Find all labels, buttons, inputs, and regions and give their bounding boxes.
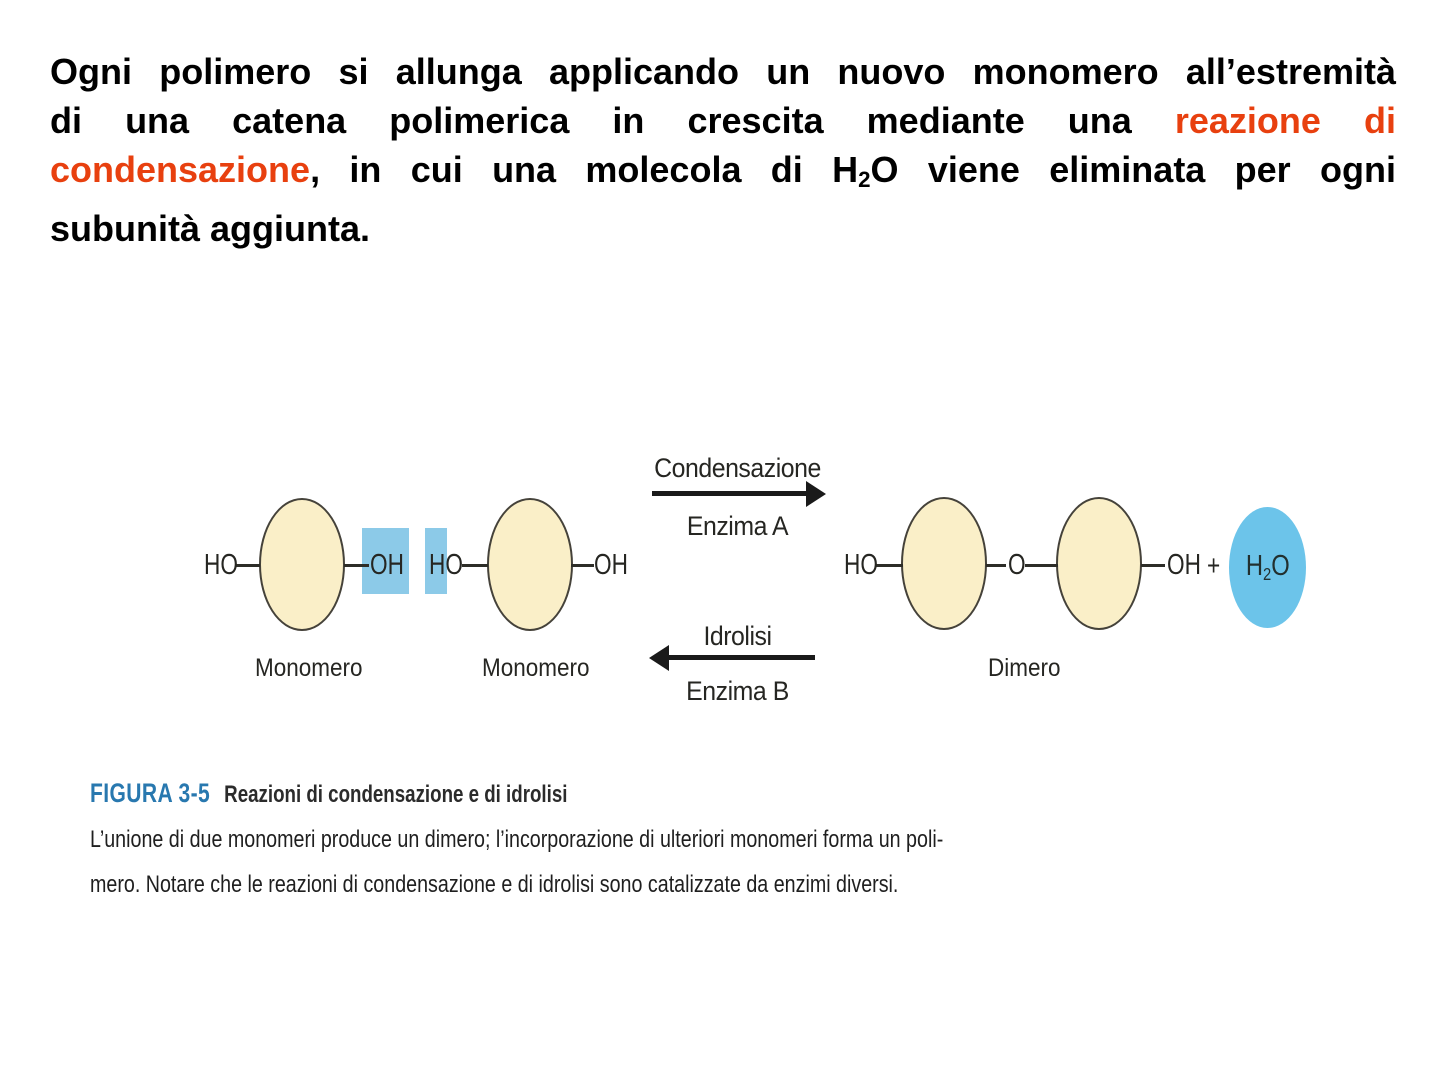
bond-line [236,564,260,567]
figure-caption-heading: FIGURA 3-5 Reazioni di condensazione e d… [90,778,567,809]
plus-sign: + [1207,550,1221,582]
dimer-ellipse-1 [901,497,987,630]
label-oh-highlighted: OH [370,549,404,581]
bond-line [462,564,488,567]
intro-line: subunità aggiunta. [50,204,1396,253]
figure-caption-line-2: mero. Notare che le reazioni di condensa… [90,871,899,898]
bond-line [1025,564,1058,567]
condensation-arrow [652,491,810,496]
intro-text-segment: 2 [858,166,871,192]
label-condensazione: Condensazione [654,453,821,483]
bond-line [571,564,594,567]
label-enzima-b: Enzima B [686,676,789,706]
intro-text-segment: reazione di [1174,100,1396,141]
dimer-ellipse-2 [1056,497,1142,630]
intro-line: Ogni polimero si allunga applicando un n… [50,47,1396,96]
label-idrolisi: Idrolisi [703,621,772,651]
intro-text-segment: O viene eliminata per ogni [870,149,1396,190]
figure-title: Reazioni di condensazione e di idrolisi [224,781,568,808]
intro-text-segment: condensazione [50,149,311,190]
monomer-ellipse-2 [487,498,573,631]
label-ho-dimer: HO [844,549,878,581]
intro-text-segment: subunità aggiunta. [50,207,370,249]
oh-highlight-rect [362,528,409,594]
label-monomero-1: Monomero [255,654,363,682]
intro-text-segment: , in cui una molecola di H [310,149,859,190]
label-monomero-2: Monomero [482,654,590,682]
water-h: H [1245,549,1263,582]
water-subscript: 2 [1262,564,1271,585]
label-o-bridge: O [1008,549,1026,581]
water-ellipse: H2O [1229,507,1306,628]
h-highlight-rect [425,528,447,594]
monomer-ellipse-1 [259,498,345,631]
intro-paragraph: Ogni polimero si allunga applicando un n… [50,47,1396,253]
condensation-arrow-head-icon [806,481,826,507]
label-ho-highlighted: HO [429,549,463,581]
hydrolysis-arrow [666,655,815,660]
bond-line [344,564,369,567]
bond-line [1141,564,1165,567]
label-enzima-a: Enzima A [686,511,789,541]
label-dimero: Dimero [988,654,1061,682]
intro-text-segment: di una catena polimerica in crescita med… [50,100,1175,141]
hydrolysis-arrow-head-icon [649,645,669,671]
bond-line [986,564,1006,567]
intro-line: di una catena polimerica in crescita med… [50,96,1396,145]
figure-number: FIGURA 3-5 [90,778,211,808]
intro-line: condensazione, in cui una molecola di H2… [50,145,1396,204]
intro-text-segment: Ogni polimero si allunga applicando un n… [50,51,1396,92]
label-oh-dimer: OH [1167,549,1201,581]
bond-line [876,564,903,567]
figure-caption-line-1: L’unione di due monomeri produce un dime… [90,826,944,853]
label-ho-left: HO [204,549,238,581]
water-o: O [1270,549,1290,582]
label-oh-right: OH [594,549,628,581]
water-label: H2O [1245,549,1290,585]
